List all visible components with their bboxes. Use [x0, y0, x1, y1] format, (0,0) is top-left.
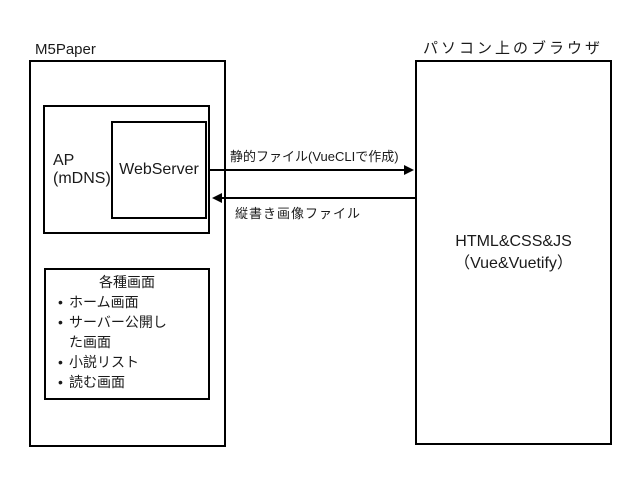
bullet-icon: •	[58, 294, 63, 310]
arrow-static-files-line	[210, 169, 406, 171]
bullet-icon: •	[58, 314, 63, 330]
screens-title: 各種画面	[99, 274, 155, 290]
webserver-label: WebServer	[119, 161, 199, 178]
browser-box-title: パソコン上のブラウザ	[423, 40, 604, 57]
screen-list-item: • サーバー公開した画面	[52, 312, 208, 352]
browser-content-line2: （Vue&Vuetify）	[454, 254, 573, 272]
screen-item-label: 小説リスト	[69, 354, 139, 370]
screens-box: 各種画面 • ホーム画面 • サーバー公開した画面 • 小説リスト • 読む画面	[44, 268, 210, 400]
browser-box: HTML&CSS&JS （Vue&Vuetify）	[415, 60, 612, 445]
ap-label-line2: (mDNS)	[53, 169, 111, 187]
webserver-box: WebServer	[111, 121, 207, 219]
arrow-image-file-line	[221, 197, 415, 199]
arrowhead-right-icon	[404, 165, 414, 175]
bullet-icon: •	[58, 374, 63, 390]
screen-item-label: 読む画面	[69, 374, 125, 390]
arrowhead-left-icon	[212, 193, 222, 203]
screen-list: • ホーム画面 • サーバー公開した画面 • 小説リスト • 読む画面	[46, 292, 208, 392]
browser-content-line1: HTML&CSS&JS	[455, 232, 572, 250]
arrow-static-files-label: 静的ファイル(VueCLIで作成)	[230, 149, 399, 164]
screen-item-label: ホーム画面	[69, 294, 139, 310]
screen-item-label: サーバー公開した画面	[69, 314, 167, 350]
screen-list-item: • 小説リスト	[52, 352, 208, 372]
screen-list-item: • 読む画面	[52, 372, 208, 392]
arrow-image-file-label: 縦書き画像ファイル	[235, 206, 362, 221]
m5paper-box-title: M5Paper	[35, 41, 96, 58]
bullet-icon: •	[58, 354, 63, 370]
screen-list-item: • ホーム画面	[52, 292, 208, 312]
ap-label-line1: AP	[53, 151, 75, 169]
